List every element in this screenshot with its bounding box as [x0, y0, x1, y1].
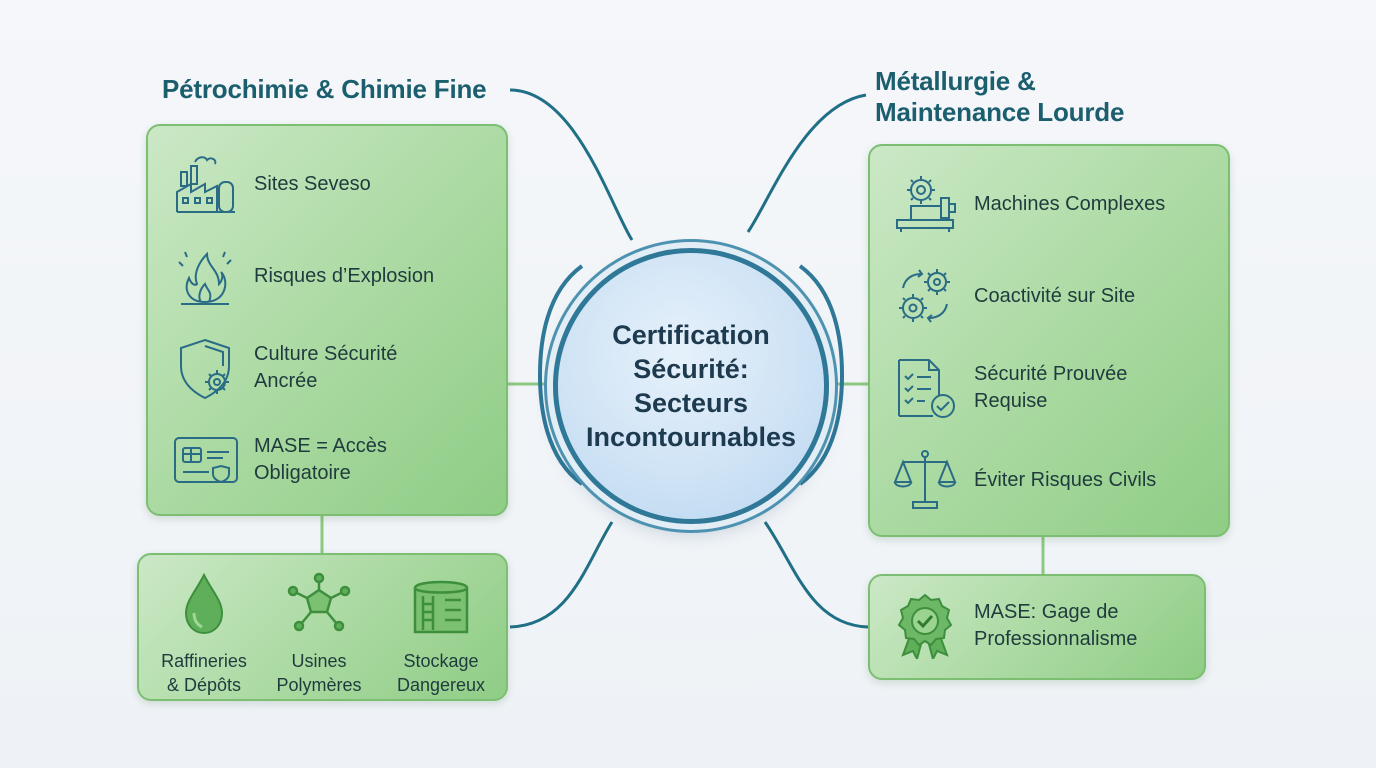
list-item: MASE = Accès Obligatoire — [170, 428, 387, 492]
flame-icon — [170, 244, 240, 308]
item-label: Risques d’Explosion — [254, 263, 434, 290]
checklist-icon — [890, 356, 960, 420]
oil-drop-icon — [144, 569, 264, 639]
central-hub: Certification Sécurité: Secteurs Inconto… — [553, 248, 829, 524]
storage-tank-icon — [381, 569, 501, 639]
sector-line1: Raffineries — [161, 651, 247, 671]
molecule-icon — [259, 569, 379, 639]
item-label: MASE = Accès Obligatoire — [254, 433, 387, 487]
list-item: Sites Seveso — [170, 152, 371, 216]
item-line2: Ancrée — [254, 370, 318, 392]
sector-line2: Dangereux — [396, 675, 486, 695]
sector-item: Raffineries & Dépôts — [144, 569, 264, 697]
gears-cycle-icon — [890, 264, 960, 328]
list-item: Sécurité Prouvée Requise — [890, 356, 1127, 420]
sector-item: Usines Polymères — [259, 569, 379, 697]
item-line1: Éviter Risques Civils — [974, 468, 1157, 491]
list-item: Machines Complexes — [890, 172, 1165, 236]
badge-line2: Professionnalisme — [974, 628, 1138, 650]
hub-line2: Sécurité: — [633, 354, 749, 384]
item-label: Machines Complexes — [974, 191, 1165, 218]
right-badge-panel: MASE: Gage de Professionnalisme — [868, 574, 1206, 680]
hub-title: Certification Sécurité: Secteurs Inconto… — [576, 318, 806, 454]
item-line1: Culture Sécurité — [254, 343, 398, 365]
award-badge-icon — [890, 593, 960, 659]
right-section-title: Métallurgie & Maintenance Lourde — [875, 66, 1124, 128]
item-line1: Sites Seveso — [254, 172, 371, 195]
sector-label: Usines Polymères — [259, 649, 379, 697]
item-line2: Requise — [974, 390, 1048, 412]
item-label: Éviter Risques Civils — [974, 467, 1156, 494]
access-card-icon — [170, 428, 240, 492]
list-item: Risques d’Explosion — [170, 244, 434, 308]
shield-gear-icon — [170, 336, 240, 400]
sector-line1: Usines — [291, 651, 347, 671]
item-line1: Machines Complexes — [974, 192, 1166, 215]
sector-line1: Stockage — [403, 651, 479, 671]
hub-right-bracket — [798, 264, 845, 486]
item-line1: Coactivité sur Site — [974, 284, 1136, 307]
balance-scale-icon — [890, 448, 960, 512]
factory-icon — [170, 152, 240, 216]
sector-line2: & Dépôts — [166, 675, 242, 695]
hub-left-bracket — [537, 264, 584, 486]
machine-gear-icon — [890, 172, 960, 236]
item-line1: Sécurité Prouvée — [974, 363, 1128, 385]
item-line1: Risques d’Explosion — [254, 264, 435, 287]
right-title-line1: Métallurgie & — [875, 66, 1036, 96]
badge-item: MASE: Gage de Professionnalisme — [890, 593, 1137, 659]
item-label: Culture Sécurité Ancrée — [254, 341, 397, 395]
hub-line4: Incontournables — [585, 422, 796, 452]
sector-line2: Polymères — [276, 675, 362, 695]
sector-item: Stockage Dangereux — [381, 569, 501, 697]
list-item: Éviter Risques Civils — [890, 448, 1156, 512]
badge-line1: MASE: Gage de — [974, 601, 1119, 623]
list-item: Culture Sécurité Ancrée — [170, 336, 397, 400]
item-label: Sécurité Prouvée Requise — [974, 361, 1127, 415]
hub-line1: Certification — [612, 320, 770, 350]
list-item: Coactivité sur Site — [890, 264, 1135, 328]
item-line2: Obligatoire — [254, 462, 351, 484]
left-main-panel: Sites Seveso Risques d’Explosion Culture… — [146, 124, 508, 516]
item-line1: MASE = Accès — [254, 435, 387, 457]
right-title-line2: Maintenance Lourde — [875, 97, 1125, 127]
item-label: Sites Seveso — [254, 171, 371, 198]
hub-line3: Secteurs — [633, 388, 749, 418]
left-section-title: Pétrochimie & Chimie Fine — [162, 74, 487, 104]
right-main-panel: Machines Complexes Coactivité sur Site — [868, 144, 1230, 537]
item-label: MASE: Gage de Professionnalisme — [974, 599, 1137, 653]
left-sectors-panel: Raffineries & Dépôts Usines Polymères — [137, 553, 508, 701]
item-label: Coactivité sur Site — [974, 283, 1135, 310]
sector-label: Raffineries & Dépôts — [144, 649, 264, 697]
sector-label: Stockage Dangereux — [381, 649, 501, 697]
